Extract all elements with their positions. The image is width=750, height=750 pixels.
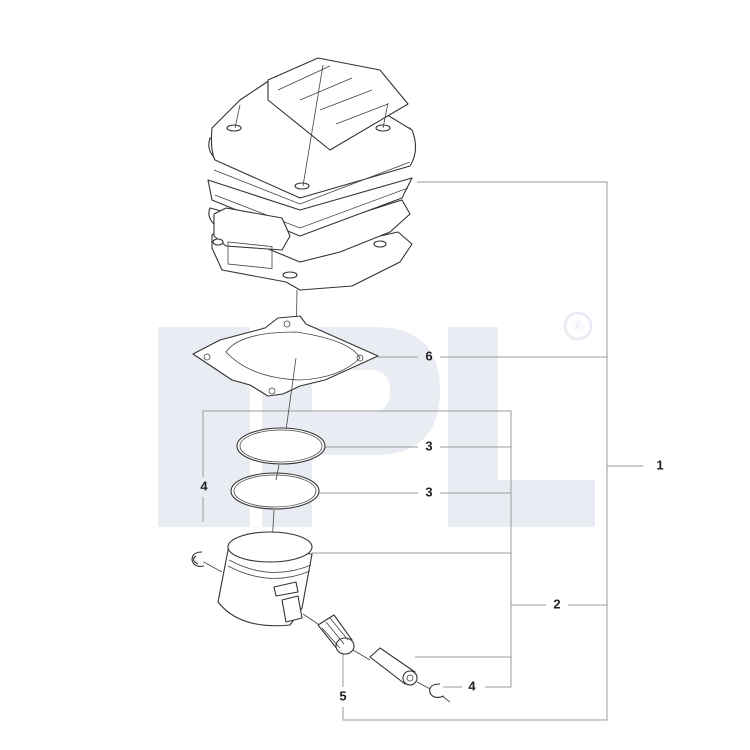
callout-4-right[interactable]: 4 — [468, 678, 476, 693]
callout-1[interactable]: 1 — [656, 457, 663, 472]
small-parts — [191, 551, 451, 703]
callout-4-left[interactable]: 4 — [200, 478, 208, 493]
callout-3-lower[interactable]: 3 — [425, 484, 432, 499]
registered-mark: ® — [572, 318, 583, 335]
callout-3-upper[interactable]: 3 — [425, 438, 432, 453]
callout-6[interactable]: 6 — [425, 348, 432, 363]
piston-rings — [230, 427, 326, 546]
cylinder-gasket — [192, 315, 379, 431]
piston-pin — [369, 647, 418, 686]
leader-lines — [202, 181, 643, 721]
cylinder — [207, 57, 417, 351]
needle-bearing — [317, 614, 355, 655]
piston — [199, 531, 313, 627]
callout-5[interactable]: 5 — [339, 688, 346, 703]
callout-2[interactable]: 2 — [553, 596, 560, 611]
